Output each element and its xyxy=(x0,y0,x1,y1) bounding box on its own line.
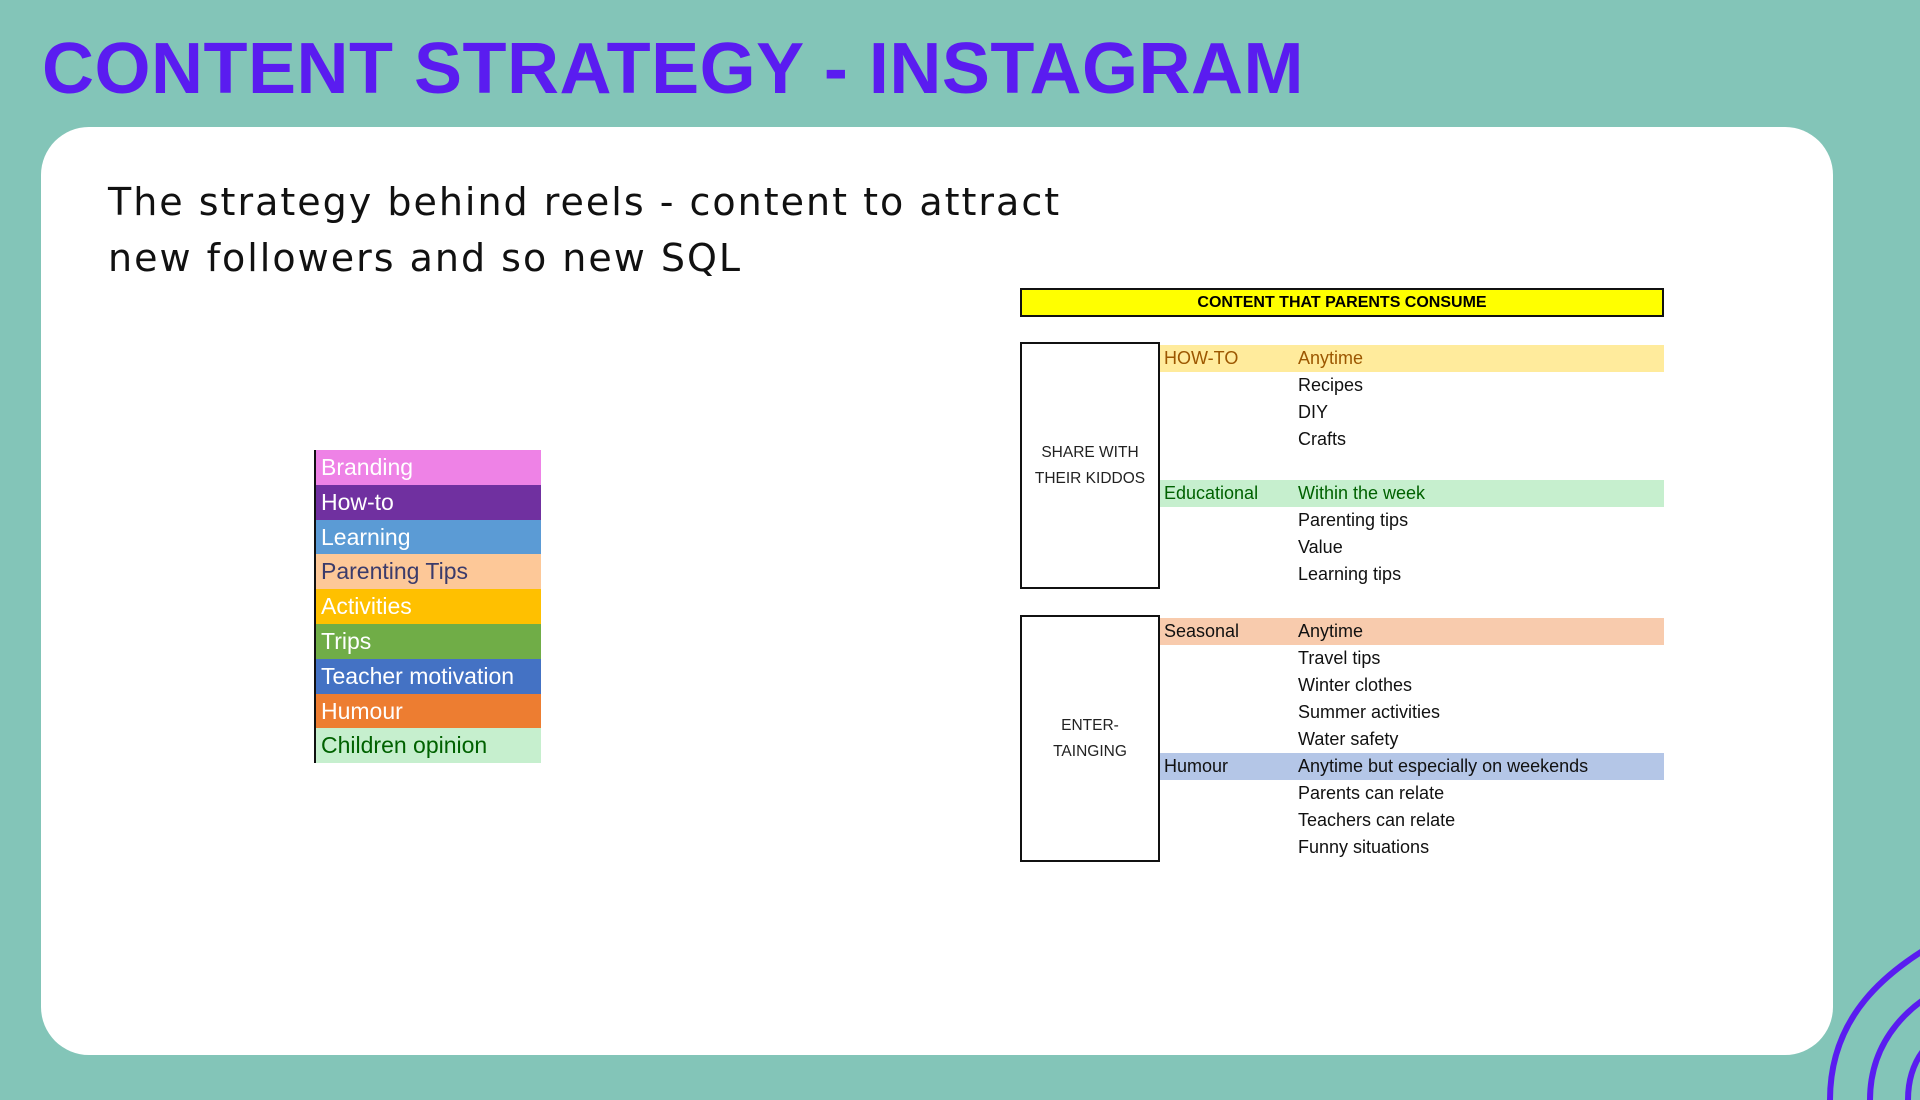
table-row: Summer activities xyxy=(1160,699,1664,726)
table-row: Crafts xyxy=(1160,426,1664,453)
row-category: Educational xyxy=(1164,483,1259,503)
group-label: SHARE WITH xyxy=(1041,443,1139,461)
legend-item: Branding xyxy=(316,450,541,485)
row-detail: Parenting tips xyxy=(1298,510,1409,530)
table-row: Educational Within the week xyxy=(1160,480,1664,507)
page-title: CONTENT STRATEGY - INSTAGRAM xyxy=(42,29,1304,109)
row-detail: Anytime xyxy=(1298,621,1364,641)
table-row: Winter clothes xyxy=(1160,672,1664,699)
table-row: Teachers can relate xyxy=(1160,807,1664,834)
row-detail: Winter clothes xyxy=(1298,675,1413,695)
row-detail: Water safety xyxy=(1298,729,1399,749)
table-row: Seasonal Anytime xyxy=(1160,618,1664,645)
table-row: Value xyxy=(1160,534,1664,561)
row-detail: DIY xyxy=(1298,402,1329,422)
table-row: Recipes xyxy=(1160,372,1664,399)
row-detail: Summer activities xyxy=(1298,702,1441,722)
legend-item: Humour xyxy=(316,693,541,729)
legend-item: Learning xyxy=(316,519,541,555)
table-row: HOW-TO Anytime xyxy=(1160,345,1664,372)
group-share-with-kiddos: SHARE WITH THEIR KIDDOS xyxy=(1020,342,1160,589)
row-detail: Anytime xyxy=(1298,348,1364,368)
legend-item: How-to xyxy=(316,484,541,520)
legend-item: Activities xyxy=(316,589,541,624)
intro-text: The strategy behind reels - content to a… xyxy=(108,180,1062,280)
table-row: Travel tips xyxy=(1160,645,1664,672)
row-detail: Travel tips xyxy=(1298,648,1381,668)
row-detail: Recipes xyxy=(1298,375,1364,395)
row-detail: Teachers can relate xyxy=(1298,810,1456,830)
table-row: Parenting tips xyxy=(1160,507,1664,534)
row-detail: Crafts xyxy=(1298,429,1347,449)
table-row: Water safety xyxy=(1160,726,1664,753)
row-category: HOW-TO xyxy=(1164,348,1239,368)
table-row: Parents can relate xyxy=(1160,780,1664,807)
row-category: Humour xyxy=(1164,756,1229,776)
table-row: DIY xyxy=(1160,399,1664,426)
table-header: CONTENT THAT PARENTS CONSUME xyxy=(1020,288,1664,317)
legend-item: Children opinion xyxy=(316,728,541,764)
row-detail: Anytime but especially on weekends xyxy=(1298,756,1589,776)
decorative-arcs xyxy=(1827,949,1920,1100)
row-detail: Funny situations xyxy=(1298,837,1430,857)
table-row: Humour Anytime but especially on weekends xyxy=(1160,753,1664,780)
row-detail: Parents can relate xyxy=(1298,783,1445,803)
group-label: TAINGING xyxy=(1053,742,1127,760)
table-row: Learning tips xyxy=(1160,561,1664,588)
table-row: Funny situations xyxy=(1160,834,1664,861)
row-category: Seasonal xyxy=(1164,621,1240,641)
group-entertaining: ENTER- TAINGING xyxy=(1020,615,1160,862)
row-detail: Within the week xyxy=(1298,483,1426,503)
row-detail: Learning tips xyxy=(1298,564,1402,584)
legend-item: Parenting Tips xyxy=(316,554,541,590)
row-detail: Value xyxy=(1298,537,1343,557)
legend-item: Teacher motivation xyxy=(316,658,541,694)
legend-item: Trips xyxy=(316,623,541,659)
group-label: ENTER- xyxy=(1061,716,1119,734)
group-label: THEIR KIDDOS xyxy=(1034,469,1146,487)
